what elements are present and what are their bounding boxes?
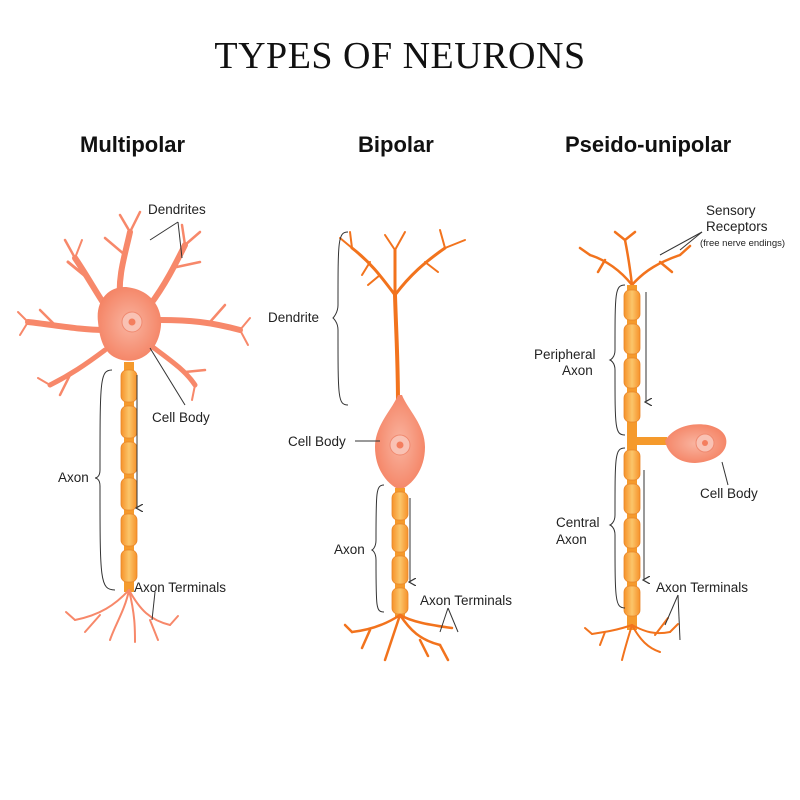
sensory-receptors-note: (free nerve endings) bbox=[700, 238, 786, 249]
pseudo-unipolar-cell-body-label: Cell Body bbox=[700, 486, 758, 501]
bipolar-axon-terminals-label: Axon Terminals bbox=[420, 593, 513, 608]
peripheral-axon-label-line1: Peripheral bbox=[534, 347, 596, 362]
bipolar-axon-terminals bbox=[343, 613, 454, 662]
bipolar-cell-body-label: Cell Body bbox=[288, 434, 346, 449]
pseudo-unipolar-sensory-receptors bbox=[578, 230, 692, 287]
multipolar-myelin-sheath bbox=[120, 369, 138, 583]
bipolar-neuron bbox=[339, 229, 466, 662]
bipolar-heading: Bipolar bbox=[358, 132, 434, 157]
multipolar-dendrites-label: Dendrites bbox=[148, 202, 206, 217]
pseudo-unipolar-neuron bbox=[578, 230, 727, 661]
bipolar-myelin-sheath bbox=[391, 491, 409, 615]
bipolar-dendrites bbox=[339, 229, 466, 407]
bipolar-dendrite-label: Dendrite bbox=[268, 310, 320, 325]
peripheral-axon-label-line2: Axon bbox=[562, 363, 593, 378]
sensory-receptors-label-line1: Sensory bbox=[706, 203, 756, 218]
pseudo-unipolar-central-myelin bbox=[623, 449, 641, 617]
bipolar-axon-label: Axon bbox=[334, 542, 365, 557]
multipolar-axon-terminals-label: Axon Terminals bbox=[134, 580, 227, 595]
multipolar-axon-terminals bbox=[65, 589, 179, 643]
pseudo-unipolar-axon-terminals bbox=[584, 617, 679, 661]
central-axon-label-line2: Axon bbox=[556, 532, 587, 547]
multipolar-neuron bbox=[17, 210, 251, 643]
pseudo-unipolar-heading: Pseido-unipolar bbox=[565, 132, 732, 157]
multipolar-axon-label: Axon bbox=[58, 470, 89, 485]
sensory-receptors-label-line2: Receptors bbox=[706, 219, 768, 234]
multipolar-dendrites bbox=[17, 210, 251, 401]
multipolar-cell-body-label: Cell Body bbox=[152, 410, 210, 425]
pseudo-unipolar-axon-terminals-label: Axon Terminals bbox=[656, 580, 749, 595]
multipolar-heading: Multipolar bbox=[80, 132, 186, 157]
label-leaders bbox=[94, 221, 729, 641]
central-axon-label-line1: Central bbox=[556, 515, 600, 530]
pseudo-unipolar-peripheral-myelin bbox=[623, 289, 641, 423]
diagram-title: TYPES OF NEURONS bbox=[214, 35, 586, 77]
